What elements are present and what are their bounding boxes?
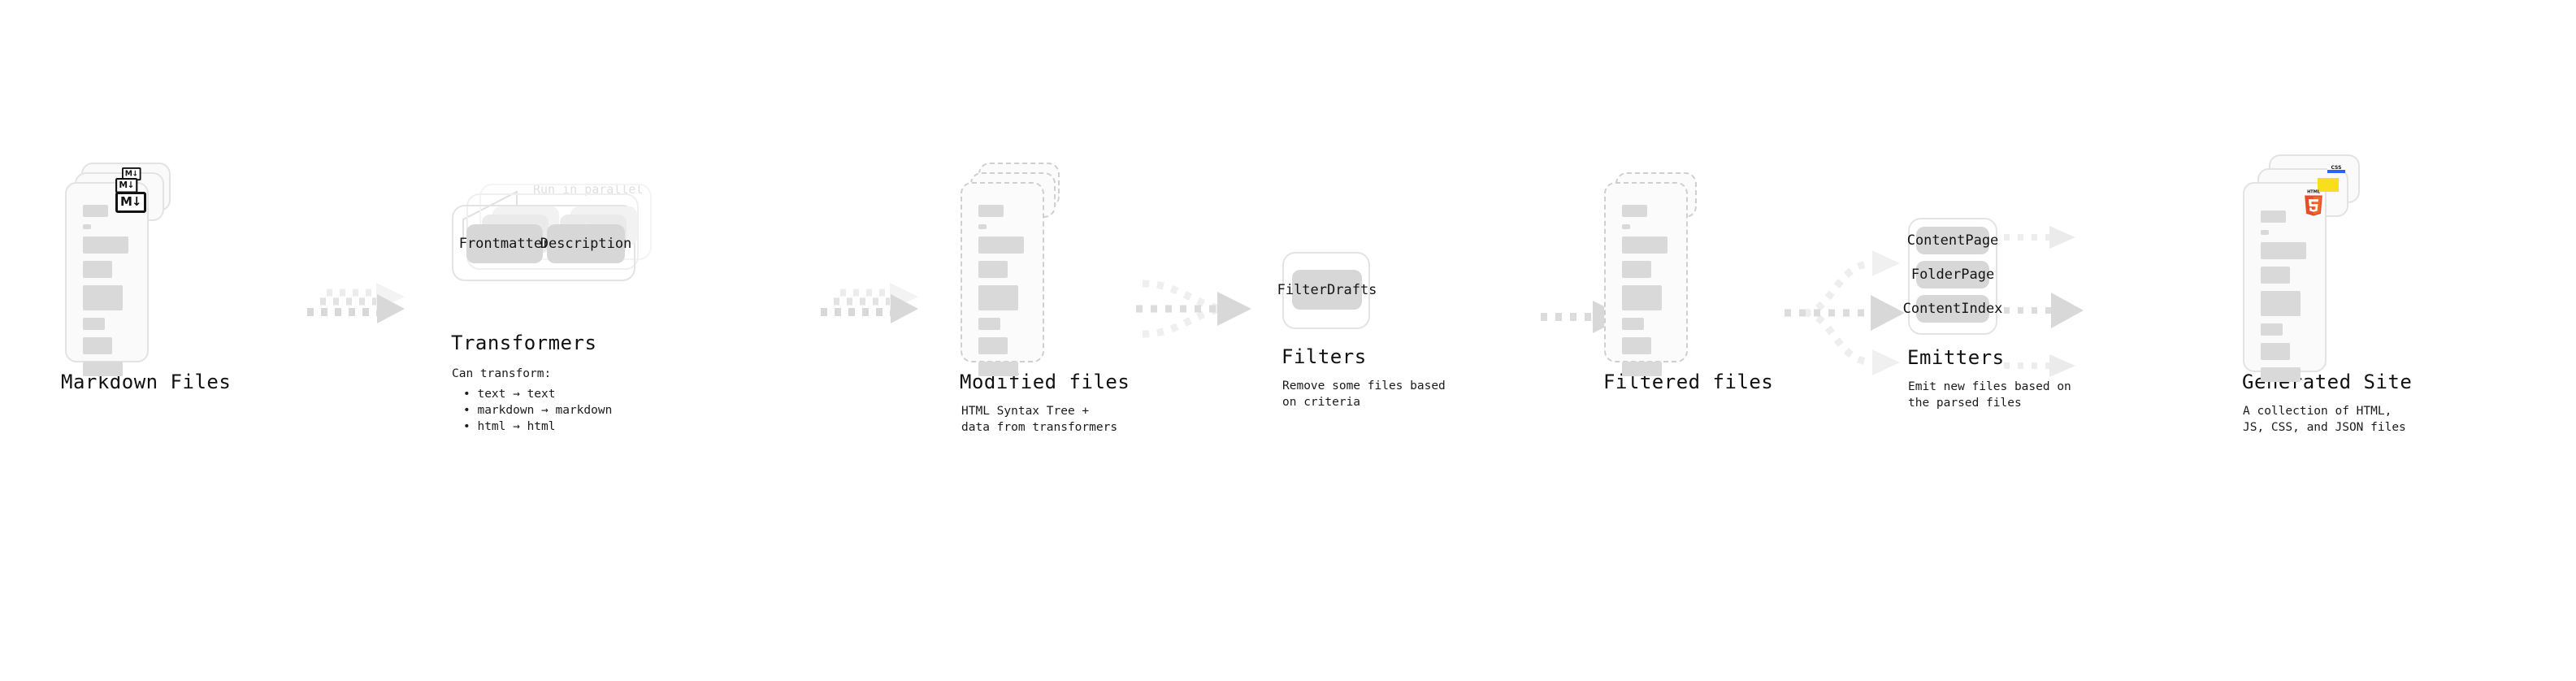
content-line <box>1622 285 1663 310</box>
arrow-transformers-to-modified <box>821 283 918 323</box>
document-content-lines <box>978 205 1028 384</box>
content-line <box>2261 343 2290 360</box>
transformers-bullet-list: • text → text • markdown → markdown • ht… <box>463 386 612 435</box>
content-line <box>2261 242 2307 259</box>
content-line <box>978 261 1008 278</box>
content-line <box>1622 224 1631 229</box>
emitter-item-contentpage[interactable]: ContentPage <box>1907 227 1998 254</box>
modified-file-stack <box>961 163 1147 423</box>
emitters-group: ContentPage FolderPage ContentIndex <box>1903 218 2103 348</box>
emitter-item-folderpage[interactable]: FolderPage <box>1911 261 1994 288</box>
content-line <box>1622 236 1668 254</box>
content-line <box>83 224 92 229</box>
arrow-emitters-to-site <box>2004 226 2084 377</box>
content-line <box>978 236 1025 254</box>
content-line <box>83 205 108 217</box>
html5-shield-icon: HTML <box>2305 189 2322 216</box>
document-content-lines <box>83 205 132 384</box>
arrow-modified-to-filters <box>1136 280 1251 338</box>
html5-badge: HTML <box>2301 189 2326 219</box>
js-badge <box>2318 178 2339 192</box>
transformer-item-description[interactable]: Description <box>540 224 631 263</box>
filter-item-filterdrafts[interactable]: FilterDrafts <box>1277 270 1377 310</box>
stage-subtitle-transformers: Can transform: <box>452 367 552 380</box>
filtered-file-stack <box>1604 163 1791 423</box>
content-line <box>83 318 105 330</box>
content-line <box>978 318 1000 330</box>
arrow-filtered-to-emitters <box>1785 250 1905 375</box>
filters-group: FilterDrafts <box>1277 252 1461 337</box>
content-line <box>83 362 124 376</box>
stage-subtitle-generated-site: A collection of HTML, JS, CSS, and JSON … <box>2243 405 2406 434</box>
content-line <box>978 337 1008 354</box>
bullet-item: • html → html <box>463 420 556 433</box>
markdown-file-stack: M↓ M↓ M↓ <box>65 163 252 423</box>
annotation-run-in-parallel: Run in parallel <box>533 182 644 197</box>
content-line <box>978 362 1019 376</box>
markdown-badge-middle: M↓ <box>115 178 137 193</box>
content-line <box>2261 291 2301 316</box>
stage-modified-files: Modified files HTML Syntax Tree + data f… <box>960 163 1147 434</box>
filter-group-box <box>1282 252 1370 329</box>
content-line <box>2261 230 2270 235</box>
transformer-item-frontmatter[interactable]: Frontmatter <box>459 224 550 263</box>
content-line <box>83 285 124 310</box>
emitter-item-contentindex[interactable]: ContentIndex <box>1903 295 2002 323</box>
content-line <box>1622 337 1651 354</box>
css-badge: CSS <box>2327 165 2345 173</box>
content-line <box>1622 205 1647 217</box>
content-line <box>1622 261 1651 278</box>
svg-text:HTML: HTML <box>2307 189 2321 194</box>
content-line <box>978 205 1004 217</box>
stage-filters: FilterDrafts Filters Remove some files b… <box>1277 252 1461 409</box>
content-line <box>2261 323 2283 336</box>
generated-site-stack: CSS HTML <box>2243 154 2430 423</box>
bullet-item: • markdown → markdown <box>463 404 613 417</box>
content-line <box>978 224 987 229</box>
stage-markdown-files: M↓ M↓ M↓ Markdown Files <box>61 163 252 423</box>
transformers-group-stack: Frontmatter Description <box>452 184 679 283</box>
content-line <box>2261 267 2290 284</box>
content-line <box>1622 362 1663 376</box>
css-badge-label: CSS <box>2327 165 2345 173</box>
stage-filtered-files: Filtered files <box>1603 163 1791 423</box>
emitter-group-box <box>1908 218 1997 335</box>
content-line <box>978 285 1019 310</box>
document-card-front <box>961 182 1044 376</box>
document-content-lines <box>2261 210 2310 389</box>
arrow-markdown-to-transformers <box>307 283 405 323</box>
stage-transformers: Run in parallel Frontmat <box>451 182 679 433</box>
stage-title-emitters: Emitters <box>1907 346 2005 369</box>
content-line <box>2261 210 2286 223</box>
content-line <box>1622 318 1644 330</box>
stage-title-transformers: Transformers <box>451 332 597 354</box>
content-line <box>83 337 112 354</box>
document-card-front <box>65 182 149 376</box>
bullet-item: • text → text <box>463 388 556 401</box>
content-line <box>83 261 112 278</box>
document-content-lines <box>1622 205 1672 384</box>
document-card-front <box>1604 182 1688 376</box>
stage-title-filters: Filters <box>1281 345 1367 368</box>
stage-subtitle-filters: Remove some files based on criteria <box>1282 380 1446 409</box>
content-line <box>2261 367 2301 382</box>
stage-emitters: ContentPage FolderPage ContentIndex Emit… <box>1903 218 2103 410</box>
stage-generated-site: CSS HTML Generated Site A collection of … <box>2242 154 2430 434</box>
stage-subtitle-modified-files: HTML Syntax Tree + data from transformer… <box>961 405 1118 434</box>
content-line <box>83 236 129 254</box>
markdown-badge-front: M↓ <box>115 192 146 213</box>
stage-subtitle-emitters: Emit new files based on the parsed files <box>1908 380 2071 410</box>
